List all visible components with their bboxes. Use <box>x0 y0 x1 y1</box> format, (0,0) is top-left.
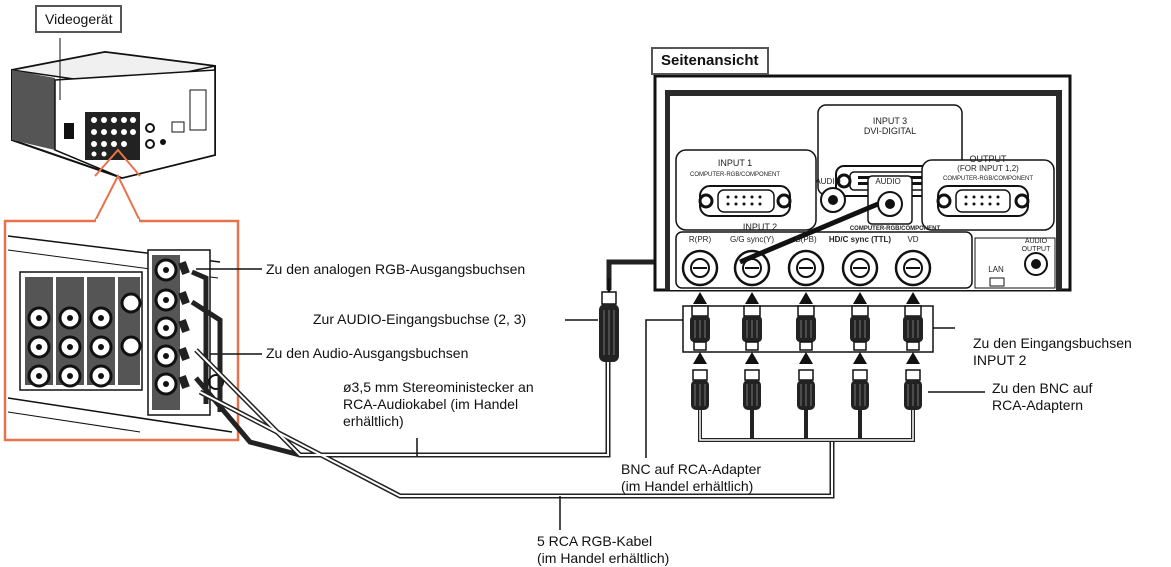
panel-input2-label: INPUT 2 <box>743 222 777 232</box>
video-device <box>12 38 215 178</box>
bnc-label-vd: VD <box>907 235 918 244</box>
panel-input2-sub: COMPUTER-RGB/COMPONENT <box>850 226 941 232</box>
input-jacks-line-1: Zu den Eingangsbuchsen <box>973 335 1132 352</box>
callout-analog-rgb-out: Zu den analogen RGB-Ausgangsbuchsen <box>266 261 525 278</box>
bnc-on-rca-line-1: Zu den BNC auf <box>992 380 1092 397</box>
stereo-plug-line-3: erhältlich) <box>343 413 534 430</box>
bnc-adapter-line-2: (im Handel erhältlich) <box>621 478 761 495</box>
panel-audio-label-2: AUDIO <box>875 177 900 186</box>
callout-input-jacks: Zu den Eingangsbuchsen INPUT 2 <box>973 335 1132 369</box>
bnc-label-g: G/G sync(Y) <box>730 235 774 244</box>
stereo-plug-line-2: RCA-Audiokabel (im Handel <box>343 396 534 413</box>
panel-input1-label: INPUT 1 <box>718 158 752 168</box>
bnc-label-r: R(PR) <box>689 235 712 244</box>
side-view-label: Seitenansicht <box>651 47 769 75</box>
panel-output-label: OUTPUT <box>970 154 1008 164</box>
panel-audio-label-1: AUDIO <box>815 177 840 186</box>
callout-rca-cable: 5 RCA RGB-Kabel (im Handel erhältlich) <box>537 533 669 567</box>
bnc-adapter-line-1: BNC auf RCA-Adapter <box>621 461 761 478</box>
panel-input1-sub: COMPUTER-RGB/COMPONENT <box>690 172 780 178</box>
projector-side-panel <box>655 76 1070 290</box>
panel-output-sub1: (FOR INPUT 1,2) <box>957 164 1019 173</box>
panel-lan-label: LAN <box>988 265 1004 274</box>
panel-input3-label: INPUT 3 <box>873 116 907 126</box>
callout-audio-in: Zur AUDIO-Eingangsbuchse (2, 3) <box>313 311 526 328</box>
panel-audio-output-2: OUTPUT <box>1022 246 1052 253</box>
panel-output-sub2: COMPUTER-RGB/COMPONENT <box>943 176 1033 182</box>
device-label: Videogerät <box>35 5 122 33</box>
bnc-label-b: B(PB) <box>795 235 817 244</box>
rca-cable-line-1: 5 RCA RGB-Kabel <box>537 533 669 550</box>
rca-cable-line-2: (im Handel erhältlich) <box>537 550 669 567</box>
callout-bnc-on-rca: Zu den BNC auf RCA-Adaptern <box>992 380 1092 414</box>
panel-dvi-label: DVI-DIGITAL <box>864 126 916 136</box>
callout-audio-out: Zu den Audio-Ausgangsbuchsen <box>266 345 468 362</box>
input-jacks-line-2: INPUT 2 <box>973 352 1132 369</box>
panel-audio-output-1: AUDIO <box>1025 238 1048 245</box>
bnc-on-rca-line-2: RCA-Adaptern <box>992 397 1092 414</box>
stereo-plug-line-1: ø3,5 mm Stereoministecker an <box>343 379 534 396</box>
callout-stereo-plug: ø3,5 mm Stereoministecker an RCA-Audioka… <box>343 379 534 430</box>
bnc-label-hd: HD/C sync (TTL) <box>829 235 892 244</box>
callout-bnc-adapter: BNC auf RCA-Adapter (im Handel erhältlic… <box>621 461 761 495</box>
